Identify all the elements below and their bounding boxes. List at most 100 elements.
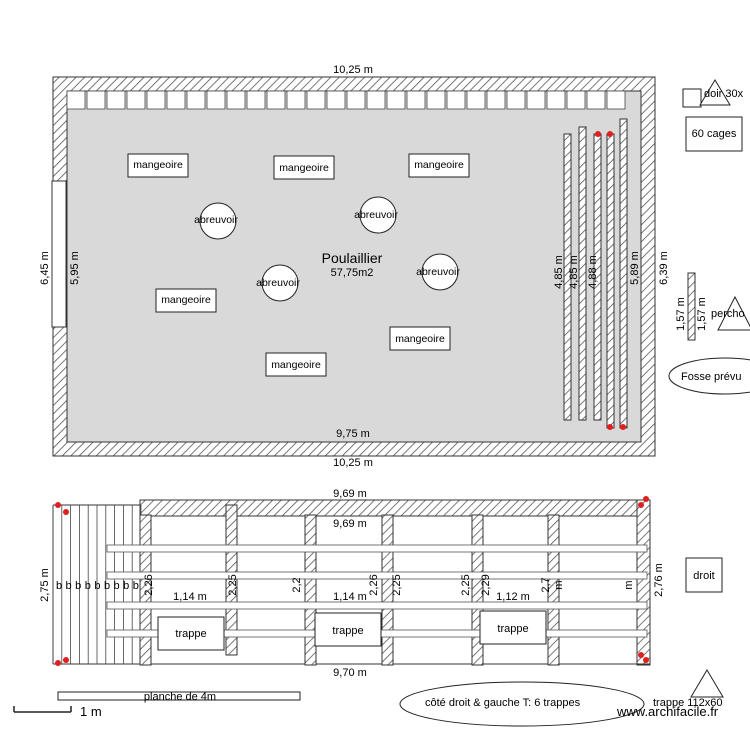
right-outer-dimension: 6,39 m [658,251,670,285]
svg-text:mangeoire: mangeoire [279,162,329,174]
droit-box [685,557,723,593]
trappe-label: trappe [175,628,206,640]
nest-box [106,90,126,110]
nest-box [386,90,406,110]
waterer: abreuvoir [354,196,398,234]
trappe-width: 1,14 m [333,591,367,603]
nest-box [226,90,246,110]
trappe-box [479,610,547,645]
nest-box [466,90,486,110]
perch-dimension: 4,85 m [568,255,580,289]
svg-text:mangeoire: mangeoire [395,333,445,345]
marker-dot [55,502,61,508]
perch-side [687,272,696,341]
room-name: Poulaillier [322,250,383,266]
doir-box [682,88,702,108]
droit-label: droit [693,570,714,582]
nest-box [206,90,226,110]
elevation-right-post [636,499,651,666]
waterer: abreuvoir [256,264,300,302]
nest-box-row [66,90,626,110]
door-opening [51,180,67,328]
trappe-width: 1,12 m [496,591,530,603]
fosse-ellipse [668,357,750,395]
nest-box [266,90,286,110]
elevation-inner-dimension: 9,69 m [333,518,367,530]
feeder: mangeoire [265,352,327,377]
feeder: mangeoire [155,288,217,313]
nest-box [66,90,86,110]
room-area: 57,75m2 [331,267,374,279]
rail [106,544,648,553]
post-dimension: m [623,580,635,589]
nest-box [246,90,266,110]
trappe-width: 1,14 m [173,591,207,603]
nest-box [406,90,426,110]
nest-box [506,90,526,110]
post-dimension: 2,25 [391,574,403,595]
marker-dot [63,509,69,515]
elevation-left-height: 2,75 m [39,568,51,602]
post [381,514,394,666]
nest-box [586,90,606,110]
elevation-top-wall [139,499,651,517]
trappes-note: côté droit & gauche T: 6 trappes [425,697,581,709]
nest-box [166,90,186,110]
marker-dot [63,657,69,663]
marker-dot [620,424,626,430]
trappes-note-ellipse [399,681,645,727]
post-dimension: 2,26 [368,574,380,595]
marker-dot [607,424,613,430]
plank-letter: b [114,580,120,592]
post [139,514,152,666]
elevation-top-dimension: 9,69 m [333,488,367,500]
rail [106,601,648,610]
plank-4m [57,691,301,701]
nest-box [526,90,546,110]
marker-dot [607,131,613,137]
post-dimension: 2,25 [460,574,472,595]
svg-text:abreuvoir: abreuvoir [256,277,300,289]
triangle-icon [717,295,750,331]
nest-box [426,90,446,110]
marker-dot [643,496,649,502]
nest-box [606,90,626,110]
post [225,504,238,656]
cages-label: 60 cages [692,128,737,140]
poulailler-plan: 10,25 m 9,75 m 10,25 m 6,45 m 5,95 m 5,8… [39,64,670,469]
nest-box [366,90,386,110]
plank-letter: b [123,580,129,592]
plank-letter: b [133,580,139,592]
plank-letter: b [56,580,62,592]
marker-dot [638,652,644,658]
nest-box [486,90,506,110]
nest-box [286,90,306,110]
perch [578,126,587,421]
svg-text:abreuvoir: abreuvoir [194,214,238,226]
nest-box [326,90,346,110]
trappe-label: trappe [497,623,528,635]
elevation-bottom-dimension: 9,70 m [333,667,367,679]
trappe-box [157,616,225,651]
plank-letter: b [104,580,110,592]
nest-box [446,90,466,110]
plank-letter: b [66,580,72,592]
left-outer-dimension: 6,45 m [39,251,51,285]
svg-text:mangeoire: mangeoire [271,359,321,371]
svg-text:abreuvoir: abreuvoir [354,209,398,221]
side-items: doir 30x 60 cages 1,57 m 1,57 m percho F… [668,79,750,395]
left-inner-dimension: 5,95 m [69,251,81,285]
post-dimension: 2,26 [143,574,155,595]
plank-letter: b [94,580,100,592]
nest-box [346,90,366,110]
marker-dot [638,502,644,508]
marker-dot [643,657,649,663]
post [547,514,560,666]
marker-dot [595,131,601,137]
post-dimension: 2,29 [480,574,492,595]
nest-box [546,90,566,110]
post-dimension: m [553,580,565,589]
nest-box [566,90,586,110]
